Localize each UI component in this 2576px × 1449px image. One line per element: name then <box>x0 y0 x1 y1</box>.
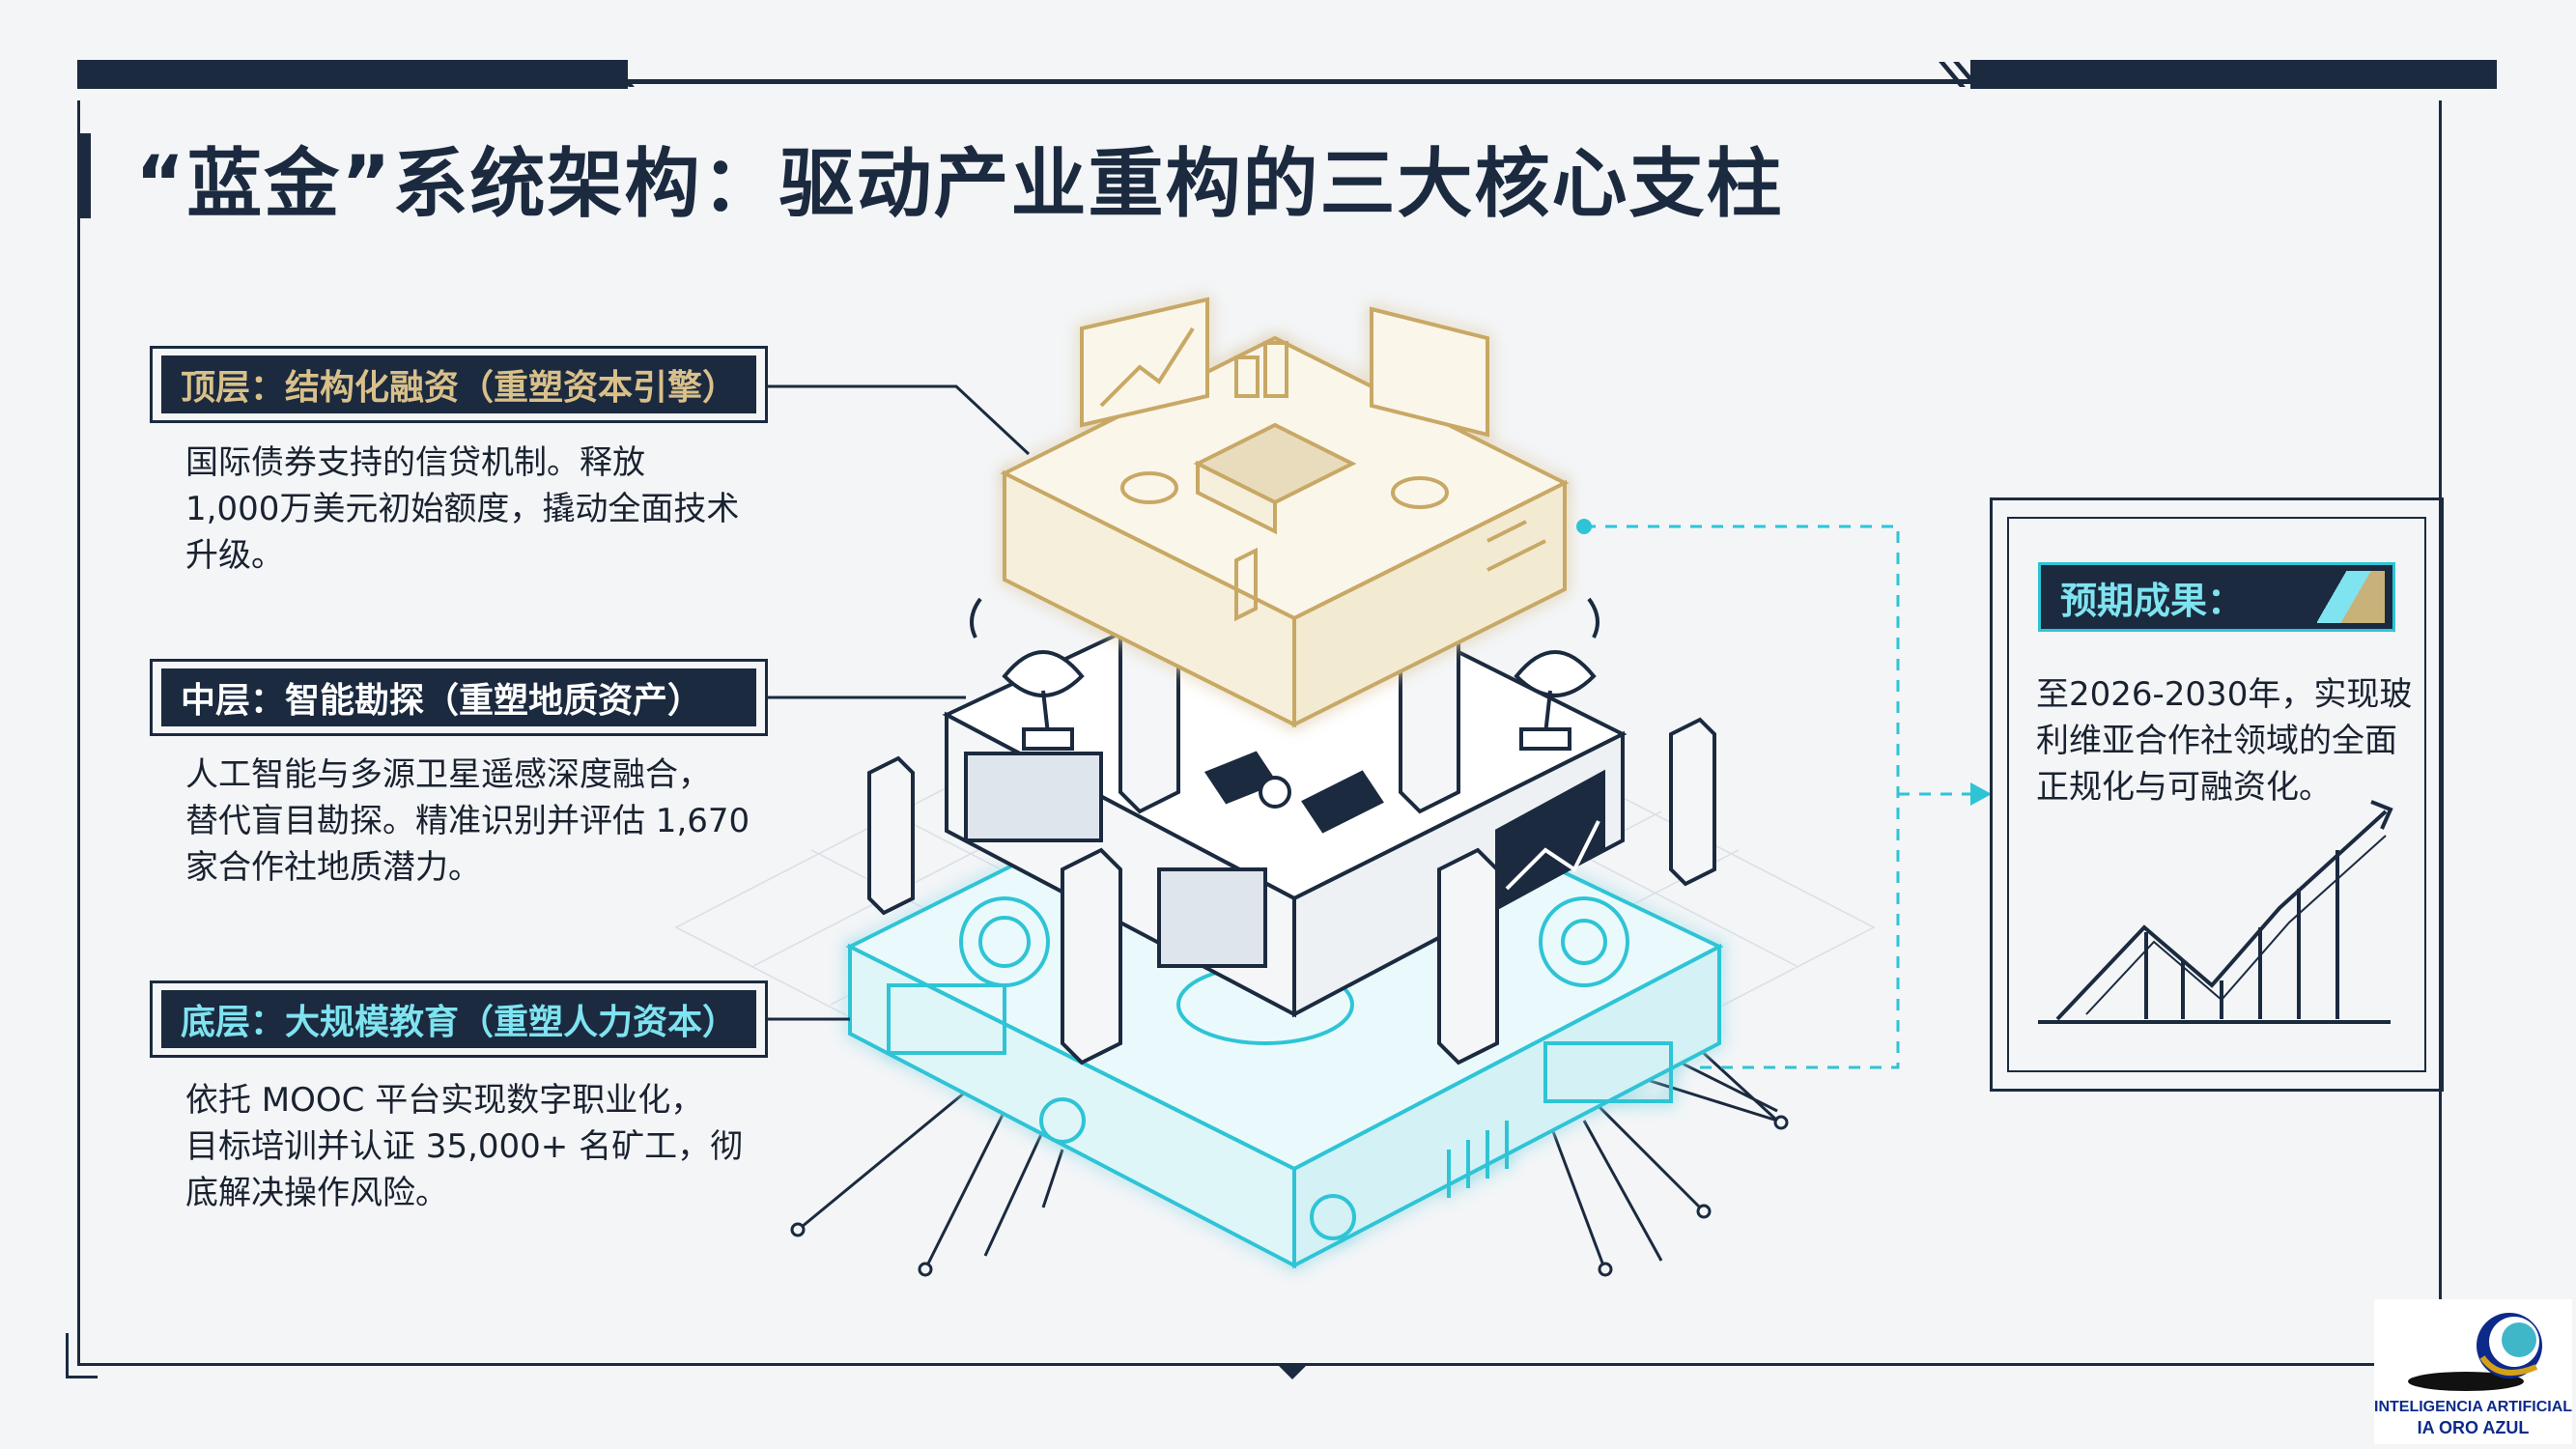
link-arrow <box>1970 782 1992 806</box>
logo-line2: IA ORO AZUL <box>2417 1418 2530 1437</box>
banner-thin-line <box>628 79 1970 84</box>
outcome-panel-inner <box>2007 517 2426 1072</box>
outcome-panel <box>1990 497 2444 1092</box>
layer-label-middle-text: 中层：智能勘探（重塑地质资产） <box>181 681 703 721</box>
layer-label-top: 顶层：结构化融资（重塑资本引擎） <box>150 346 768 423</box>
desc-line: 替代盲目勘探。精准识别并评估 1,670 <box>185 802 750 840</box>
bottom-marker <box>1277 1364 1308 1379</box>
layer-label-bottom-text: 底层：大规模教育（重塑人力资本） <box>181 1003 738 1042</box>
outcome-stripe <box>2317 571 2385 623</box>
outcome-label-text: 预期成果： <box>2060 579 2245 622</box>
title-accent-bar <box>77 133 91 218</box>
desc-line: 依托 MOOC 平台实现数字职业化， <box>185 1081 704 1120</box>
desc-line: 升级。 <box>185 536 284 575</box>
desc-line: 底解决操作风险。 <box>185 1174 448 1212</box>
logo-globe-icon <box>2408 1313 2542 1391</box>
outcome-line: 至2026-2030年，实现玻 <box>2036 675 2413 714</box>
desc-line: 家合作社地质潜力。 <box>185 848 481 887</box>
corner-bracket <box>66 1333 98 1378</box>
desc-line: 目标培训并认证 35,000+ 名矿工，彻 <box>185 1127 744 1166</box>
outcome-text: 至2026-2030年，实现玻 利维亚合作社领域的全面 正规化与可融资化。 <box>2036 671 2422 810</box>
outcome-line: 利维亚合作社领域的全面 <box>2036 722 2397 760</box>
desc-line: 国际债券支持的信贷机制。释放 <box>185 443 645 482</box>
brand-logo: INTELIGENCIA ARTIFICIAL IA ORO AZUL <box>2374 1299 2572 1444</box>
content-frame <box>77 100 2442 1366</box>
outcome-link <box>1584 525 1970 1069</box>
layer-label-bottom: 底层：大规模教育（重塑人力资本） <box>150 980 768 1058</box>
logo-line1: INTELIGENCIA ARTIFICIAL <box>2374 1399 2573 1415</box>
outcome-label: 预期成果： <box>2038 562 2395 632</box>
layer-desc-middle: 人工智能与多源卫星遥感深度融合， 替代盲目勘探。精准识别并评估 1,670 家合… <box>185 752 784 891</box>
layer-label-middle: 中层：智能勘探（重塑地质资产） <box>150 659 768 736</box>
desc-line: 人工智能与多源卫星遥感深度融合， <box>185 755 711 794</box>
desc-line: 1,000万美元初始额度，撬动全面技术 <box>185 490 740 528</box>
label-connectors <box>768 384 1031 1021</box>
middle-layer-exploration <box>942 557 1628 1018</box>
layer-label-top-text: 顶层：结构化融资（重塑资本引擎） <box>181 368 738 408</box>
link-dot <box>1576 519 1592 534</box>
layer-desc-bottom: 依托 MOOC 平台实现数字职业化， 目标培训并认证 35,000+ 名矿工，彻… <box>185 1077 784 1216</box>
outcome-line: 正规化与可融资化。 <box>2036 768 2332 807</box>
growth-chart-icon <box>2038 800 2393 1024</box>
satellite-dish-icon <box>970 597 1599 751</box>
top-layer-finance <box>1000 297 1570 728</box>
banner-notch <box>628 60 1970 89</box>
layer-desc-top: 国际债券支持的信贷机制。释放 1,000万美元初始额度，撬动全面技术 升级。 <box>185 440 784 579</box>
page-title: “蓝金”系统架构：驱动产业重构的三大核心支柱 <box>135 141 1784 228</box>
